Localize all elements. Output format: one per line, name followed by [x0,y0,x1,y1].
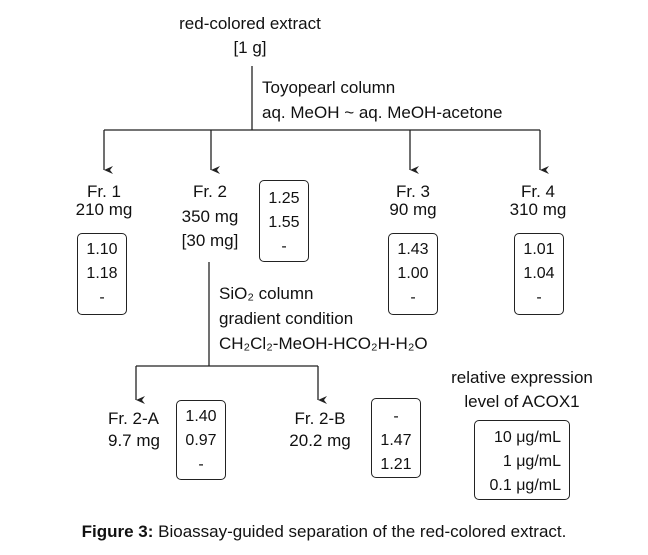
fr4-mass: 310 mg [509,200,567,219]
fr2a-value-01: - [198,456,204,473]
fr2a-name: Fr. 2-A [108,409,160,428]
extract-title: red-colored extract [179,14,321,33]
fr2b-activity-box: - 1.47 1.21 [371,398,421,478]
fr1-value-1: 1.18 [86,265,118,282]
legend-item-01: 0.1 μg/mL [489,477,561,494]
step2-eluent: CH₂Cl₂-MeOH-HCO₂H-H₂O [219,334,428,353]
fr3-mass: 90 mg [389,200,437,219]
fr2b-name: Fr. 2-B [294,409,346,428]
fr1-mass: 210 mg [75,200,133,219]
fr3-activity-box: 1.43 1.00 - [388,233,438,315]
fr2a-value-1: 0.97 [185,432,217,449]
fr2-value-10: 1.25 [268,190,300,207]
fr2a-value-10: 1.40 [185,408,217,425]
fr2b-value-1: 1.47 [380,432,412,449]
fr1-activity-box: 1.10 1.18 - [77,233,127,315]
fr2a-mass: 9.7 mg [108,431,160,450]
fr2b-mass: 20.2 mg [289,431,351,450]
fr2-extra: [30 mg] [181,231,239,250]
fr2-value-01: - [281,238,287,255]
fr4-value-1: 1.04 [523,265,555,282]
fr2-name: Fr. 2 [192,182,227,201]
fr3-value-01: - [410,289,416,306]
step1-eluent: aq. MeOH ~ aq. MeOH-acetone [262,103,503,122]
fr1-value-10: 1.10 [86,241,118,258]
fr2b-value-01: 1.21 [380,456,412,473]
figure-caption: Figure 3: Bioassay-guided separation of … [0,522,648,542]
legend-item-1: 1 μg/mL [502,453,561,470]
fr2b-value-10: - [393,408,399,425]
fr1-value-01: - [99,289,105,306]
step2-column: SiO₂ column [219,284,314,303]
legend-item-10: 10 μg/mL [493,429,561,446]
legend-title-line1: relative expression [451,368,593,387]
legend-box: 10 μg/mL 1 μg/mL 0.1 μg/mL [474,420,570,500]
fr2-mass: 350 mg [181,207,239,226]
fr4-value-10: 1.01 [523,241,555,258]
step2-condition: gradient condition [219,309,354,328]
step1-column: Toyopearl column [262,78,396,97]
fr3-value-10: 1.43 [397,241,429,258]
fr2-activity-box: 1.25 1.55 - [259,180,309,262]
caption-label: Figure 3: [81,522,154,541]
extract-amount: [1 g] [233,38,267,57]
legend-title-line2: level of ACOX1 [464,392,580,411]
fr1-name: Fr. 1 [86,182,121,201]
fr3-value-1: 1.00 [397,265,429,282]
fr2a-activity-box: 1.40 0.97 - [176,400,226,480]
fr3-name: Fr. 3 [395,182,430,201]
fr4-activity-box: 1.01 1.04 - [514,233,564,315]
fr2-value-1: 1.55 [268,214,300,231]
caption-text: Bioassay-guided separation of the red-co… [153,522,567,541]
fr4-name: Fr. 4 [520,182,555,201]
fr4-value-01: - [536,289,542,306]
